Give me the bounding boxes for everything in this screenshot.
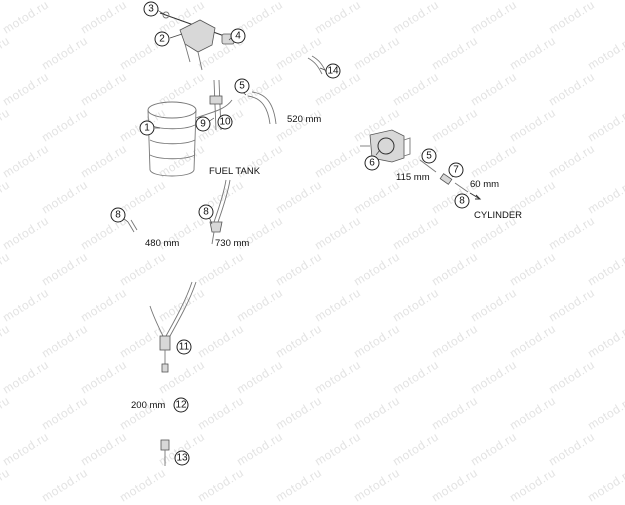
svg-text:8: 8: [115, 210, 121, 221]
svg-text:5: 5: [426, 151, 432, 162]
label-480mm: 480 mm: [145, 238, 179, 249]
callout-12: 12: [173, 397, 189, 413]
watermark-text: motod.ru: [351, 465, 403, 505]
callout-2: 2: [154, 31, 170, 47]
callout-3: 3: [143, 1, 159, 17]
svg-text:9: 9: [200, 119, 206, 130]
callout-9: 9: [195, 116, 211, 132]
y-splitter: [149, 281, 197, 373]
svg-text:13: 13: [176, 453, 188, 464]
parts-diagram: 3 2 4 14 5 1 9 10 6 5 7 8 8 8 11 12 13 5…: [110, 1, 522, 466]
svg-text:12: 12: [175, 400, 187, 411]
svg-text:2: 2: [159, 34, 165, 45]
watermark-text: motod.ru: [273, 465, 325, 505]
svg-text:3: 3: [148, 4, 154, 15]
callout-8-cylinder: 8: [454, 193, 470, 209]
callout-1: 1: [139, 120, 155, 136]
svg-text:11: 11: [179, 342, 190, 353]
fuel-pump-canister: [147, 79, 233, 177]
callout-10: 10: [217, 114, 233, 130]
callout-4: 4: [230, 28, 246, 44]
label-60mm: 60 mm: [470, 179, 499, 190]
svg-text:8: 8: [203, 207, 209, 218]
label-cylinder: CYLINDER: [474, 210, 522, 221]
label-fuel-tank: FUEL TANK: [209, 166, 261, 177]
bracket-assembly: [159, 11, 235, 71]
svg-text:1: 1: [144, 123, 150, 134]
label-115mm: 115 mm: [396, 172, 430, 183]
watermark-text: motod.ru: [195, 465, 247, 505]
callout-13: 13: [174, 450, 190, 466]
watermark-text: motod.ru: [585, 465, 625, 505]
watermark-text: motod.ru: [117, 465, 169, 505]
fuel-hoses: [127, 179, 231, 245]
svg-text:10: 10: [219, 117, 231, 128]
callout-14: 14: [325, 63, 341, 79]
watermark-text: motod.ru: [507, 465, 559, 505]
svg-text:5: 5: [239, 81, 245, 92]
label-520mm: 520 mm: [287, 114, 321, 125]
fuel-valve: [360, 129, 411, 163]
callout-6: 6: [364, 155, 380, 171]
callout-5-upper: 5: [234, 78, 250, 94]
callout-11: 11: [176, 339, 192, 355]
svg-text:14: 14: [327, 66, 339, 77]
cylinder-hose: [419, 159, 482, 200]
svg-text:8: 8: [459, 196, 465, 207]
callout-7: 7: [448, 162, 464, 178]
watermark-text: motod.ru: [0, 465, 13, 505]
hose-fitting: [307, 55, 327, 75]
callout-8-left: 8: [110, 207, 126, 223]
watermark-text: motod.ru: [429, 465, 481, 505]
svg-text:7: 7: [453, 165, 459, 176]
label-200mm: 200 mm: [131, 400, 165, 411]
lower-fitting: [160, 439, 170, 466]
label-730mm: 730 mm: [215, 238, 249, 249]
upper-hose: [247, 91, 277, 125]
svg-text:4: 4: [235, 31, 241, 42]
svg-text:6: 6: [369, 158, 375, 169]
callout-5-lower: 5: [421, 148, 437, 164]
callout-8-middle: 8: [198, 204, 214, 220]
watermark-text: motod.ru: [39, 465, 91, 505]
